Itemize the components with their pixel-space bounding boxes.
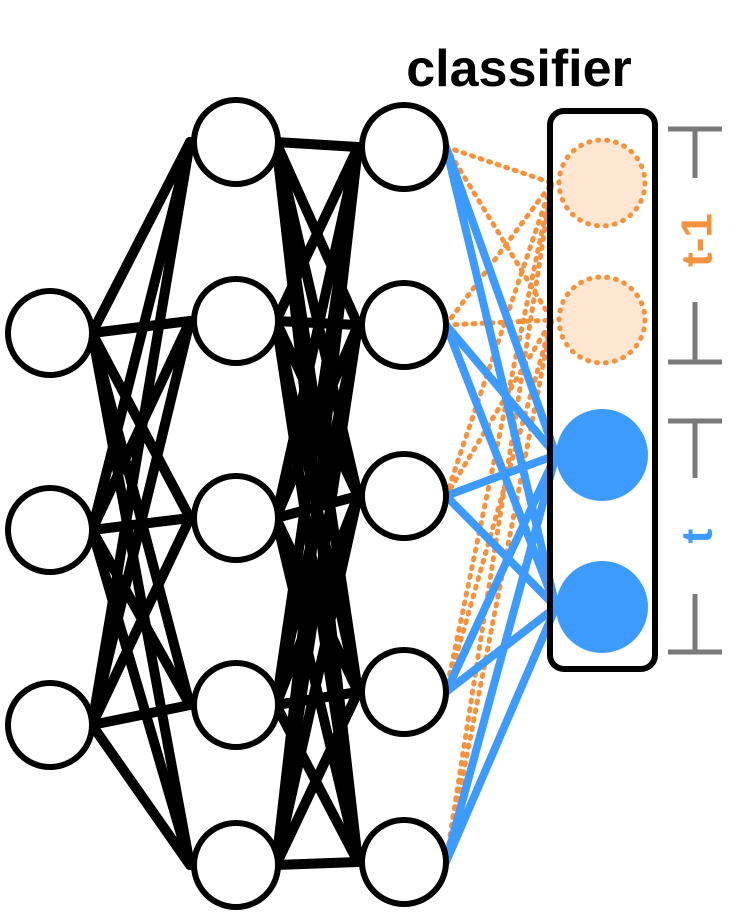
previous-task-edge [443, 317, 555, 695]
network-edge [87, 137, 195, 338]
previous-task-edge [443, 144, 555, 186]
current-task-edge [442, 451, 560, 696]
previous-task-edge [443, 180, 555, 695]
network-nodes [5, 97, 648, 910]
previous-task-edge [443, 180, 555, 865]
hidden-node-layer-2 [359, 451, 449, 541]
network-edge [87, 513, 195, 730]
previous-task-output-node [556, 274, 648, 366]
current-task-bracket [668, 418, 722, 655]
current-task-edge [442, 603, 560, 866]
network-edge [87, 137, 195, 535]
hidden-node-layer-2 [359, 817, 449, 907]
network-edge [271, 687, 363, 870]
input-node [5, 485, 95, 575]
previous-task-edge [443, 317, 555, 499]
previous-task-output-node [556, 137, 648, 229]
network-edge [271, 491, 363, 870]
current-task-edge [442, 143, 560, 459]
current-task-edge [442, 321, 560, 611]
network-edge [87, 720, 195, 870]
previous-task-label: t-1 [673, 213, 722, 267]
current-task-connections [442, 143, 560, 866]
hidden-network-connections [87, 137, 363, 870]
previous-task-bracket [668, 126, 722, 365]
network-edge [271, 320, 363, 870]
previous-task-edge [443, 180, 555, 328]
current-task-edge [442, 492, 560, 611]
network-edge [87, 328, 195, 870]
previous-task-edge [443, 317, 555, 865]
network-edge [87, 525, 195, 870]
hidden-node-layer-1 [191, 97, 281, 187]
current-task-label: t [673, 528, 722, 543]
previous-task-edge [443, 180, 555, 499]
hidden-node-layer-2 [359, 647, 449, 737]
previous-task-connections [443, 144, 555, 865]
network-edge [87, 316, 195, 730]
hidden-node-layer-1 [191, 660, 281, 750]
network-edge [271, 137, 363, 152]
hidden-node-layer-1 [191, 820, 281, 910]
network-edge [87, 137, 195, 730]
network-edge [271, 857, 363, 870]
hidden-node-layer-1 [191, 276, 281, 366]
current-task-output-node [556, 409, 648, 501]
classifier-head-box [547, 108, 658, 672]
classifier-title: classifier [406, 40, 632, 98]
network-edge [87, 700, 195, 730]
current-task-output-node [556, 561, 648, 653]
hidden-node-layer-2 [359, 280, 449, 370]
current-task-edge [442, 321, 560, 459]
input-node [5, 680, 95, 770]
hidden-node-layer-1 [191, 473, 281, 563]
network-edge [271, 142, 363, 326]
hidden-node-layer-2 [359, 102, 449, 192]
previous-task-edge [443, 317, 555, 328]
input-node [5, 288, 95, 378]
current-task-edge [442, 451, 560, 866]
current-task-edge [442, 451, 560, 500]
